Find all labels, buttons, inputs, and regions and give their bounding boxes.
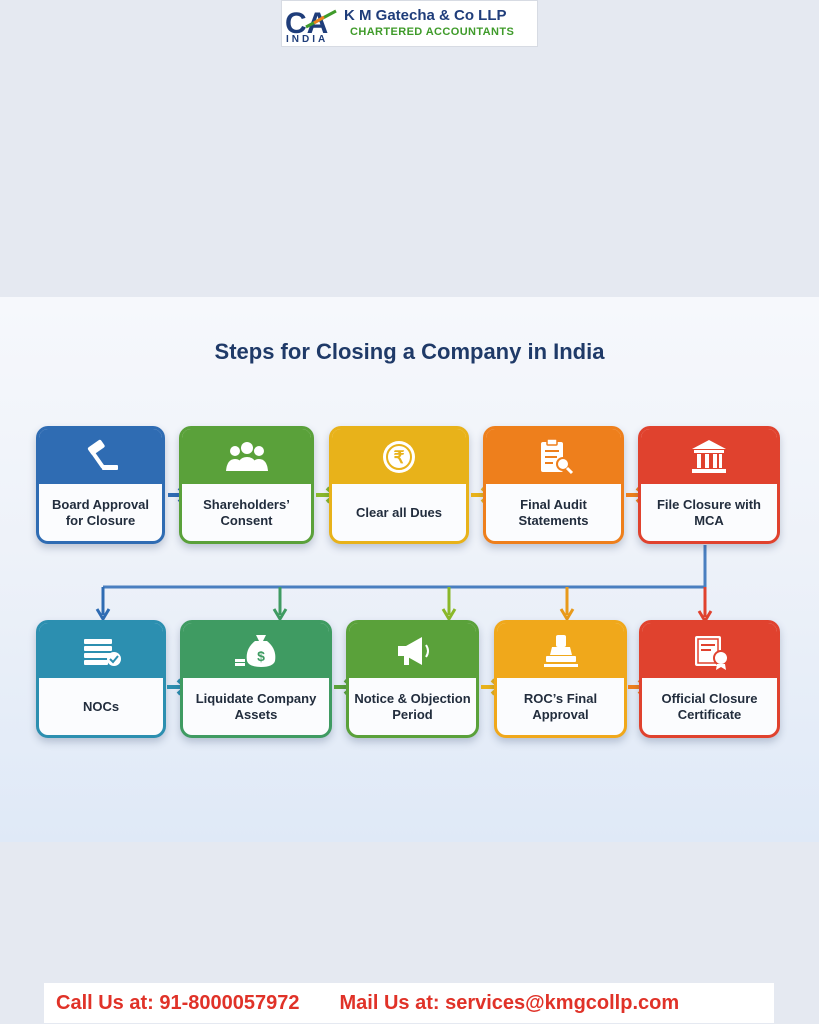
step-label: ROC’s Final Approval [523,691,598,722]
svg-text:$: $ [257,648,265,664]
step-label: File Closure with MCA [656,497,761,528]
step-card-liquidate-assets: $ Liquidate Company Assets [180,620,332,738]
connector-lines [95,545,713,624]
government-building-icon [692,439,726,473]
step-label: Final Audit Statements [518,497,589,528]
certificate-icon [694,635,729,670]
process-infographic: Steps for Closing a Company in India Boa… [0,297,819,842]
document-stack-check-icon [84,638,121,666]
phone-contact[interactable]: Call Us at: 91-8000057972 [56,991,300,1014]
ca-logo-icon: CA [285,7,337,40]
firm-name: K M Gatecha & Co LLP [344,7,507,24]
email-contact[interactable]: Mail Us at: services@kmgcollp.com [339,991,680,1014]
step-card-board-approval: Board Approval for Closure [36,426,165,544]
step-card-notice-period: Notice & Objection Period [346,620,479,738]
people-icon [225,441,268,471]
megaphone-icon [397,636,429,665]
firm-subtitle: CHARTERED ACCOUNTANTS [350,26,515,38]
step-card-roc-approval: ROC’s Final Approval [494,620,627,738]
step-label: Clear all Dues [356,505,442,520]
gavel-icon [87,439,118,470]
step-label: NOCs [82,699,120,714]
step-label: Official Closure Certificate [661,691,758,722]
money-bag-icon: $ [235,634,276,667]
step-label: Liquidate Company Assets [195,691,317,722]
step-card-nocs: NOCs [36,620,166,738]
firm-logo: CA INDIA K M Gatecha & Co LLP CHARTERED … [281,0,538,47]
rupee-coin-icon: ₹ [383,440,415,473]
step-label: Notice & Objection Period [354,691,471,722]
step-card-closure-certificate: Official Closure Certificate [639,620,780,738]
stamp-icon [543,634,578,667]
svg-text:CA: CA [285,7,328,40]
audit-clipboard-icon [540,437,573,474]
step-label: Board Approval for Closure [51,497,150,528]
logo-country: INDIA [286,34,329,45]
svg-text:₹: ₹ [394,448,405,467]
infographic-title: Steps for Closing a Company in India [214,339,605,364]
step-label: Shareholders’ Consent [203,497,290,528]
step-card-shareholders-consent: Shareholders’ Consent [179,426,314,544]
step-card-final-audit: Final Audit Statements [483,426,624,544]
contact-banner: Call Us at: 91-8000057972 Mail Us at: se… [44,983,774,1023]
step-card-clear-dues: ₹ Clear all Dues [329,426,469,544]
step-card-file-closure: File Closure with MCA [638,426,780,544]
